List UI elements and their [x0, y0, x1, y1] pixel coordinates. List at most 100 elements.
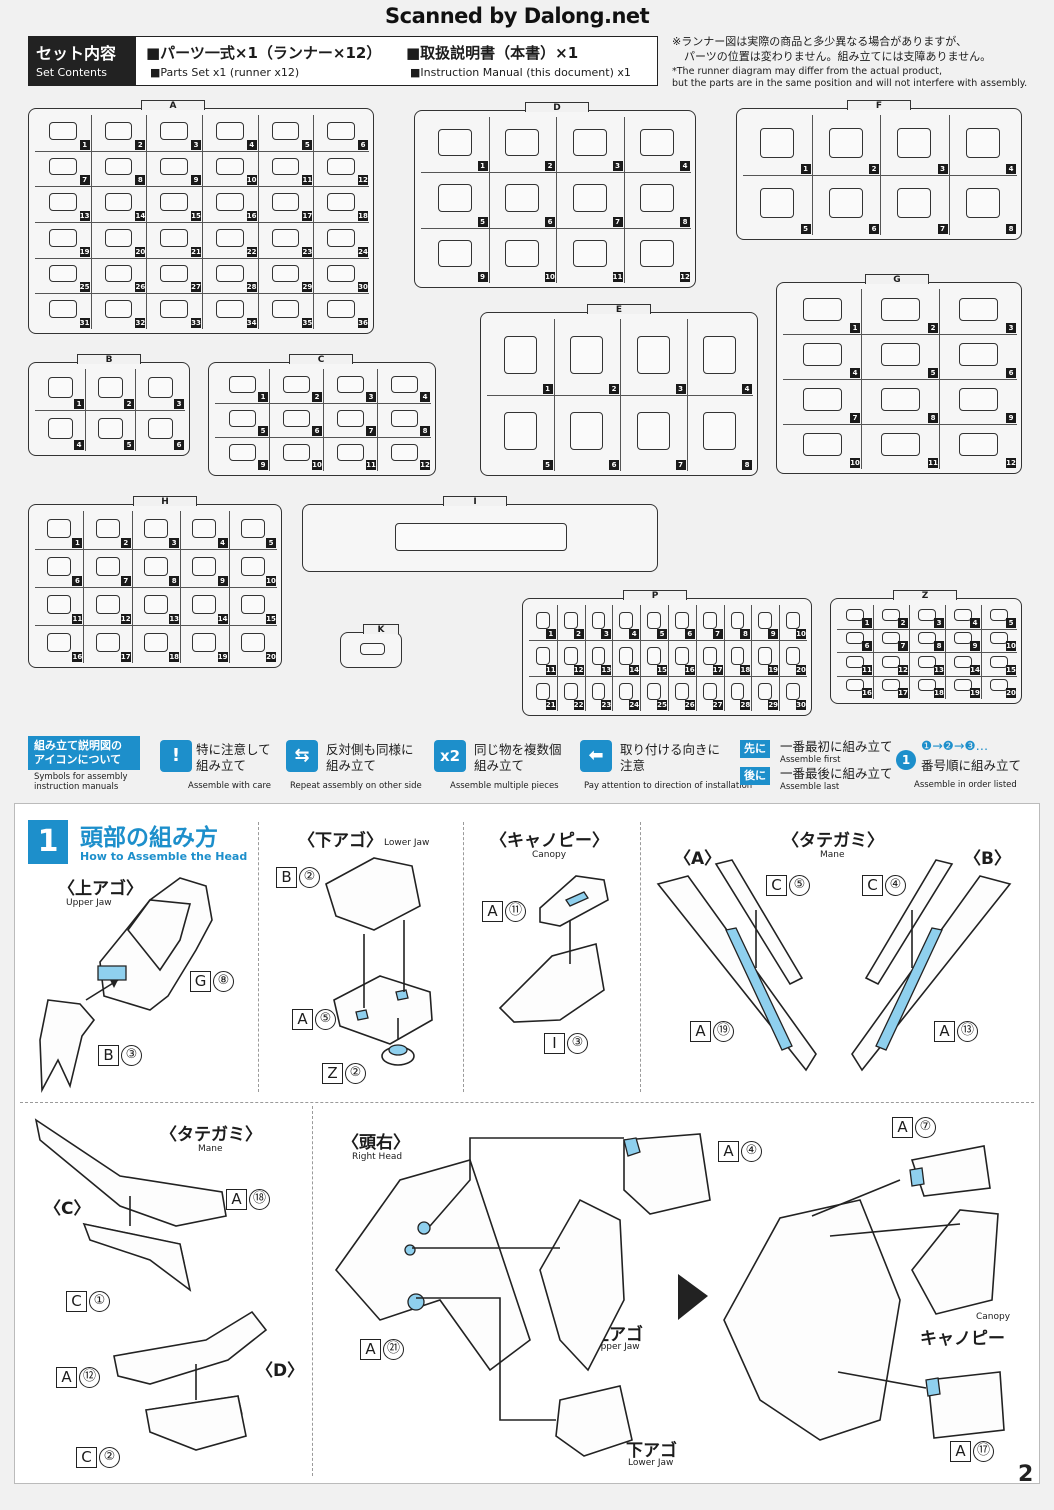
runner-part — [327, 300, 356, 319]
part-number: 7 — [937, 224, 948, 234]
runner-part — [437, 184, 472, 212]
runner-part — [104, 300, 133, 319]
runner-part — [359, 643, 385, 655]
runner-part — [846, 632, 864, 645]
order-sequence: ❶→❷→❸… — [921, 738, 989, 753]
runner-part — [880, 388, 920, 411]
runner-part — [535, 682, 550, 701]
runner-part — [828, 128, 863, 158]
part-number: 27 — [191, 282, 201, 293]
part-number: 15 — [191, 211, 201, 221]
part-number: 10 — [545, 272, 555, 282]
runner-part — [918, 632, 936, 645]
part-number: 11 — [366, 460, 376, 470]
runner-part — [882, 679, 900, 692]
runner-part — [215, 193, 244, 212]
runner-label: P — [623, 590, 687, 601]
runner-part — [147, 418, 173, 439]
part-number: 17 — [712, 664, 723, 675]
part-number: 20 — [796, 664, 806, 675]
runner-part — [965, 128, 1000, 158]
part-number: 26 — [684, 700, 695, 710]
part-number: 35 — [302, 318, 313, 328]
part-number: 36 — [358, 318, 368, 328]
runner-part — [271, 228, 300, 247]
step-number: 1 — [28, 820, 68, 864]
runner-part — [786, 611, 801, 630]
part-number: 16 — [72, 652, 83, 662]
runner-part — [271, 264, 300, 283]
multiple-label-en: Assemble multiple pieces — [450, 781, 559, 791]
runner-part — [240, 556, 265, 576]
part-number: 5 — [928, 368, 938, 378]
step-title: 頭部の組み方 — [80, 825, 218, 851]
canopy-title: 〈キャノピー〉 — [490, 831, 609, 851]
part-number: 14 — [135, 211, 146, 221]
part-number: 4 — [1006, 164, 1016, 174]
runner-part — [143, 594, 169, 614]
part-number: 5 — [266, 538, 276, 548]
mane-ab-drawing — [656, 859, 1012, 1072]
runner-part — [240, 594, 265, 614]
part-number: 3 — [601, 629, 612, 640]
part-number: 23 — [601, 700, 612, 710]
runner-part — [336, 443, 364, 461]
repeat-label-en: Repeat assembly on other side — [290, 781, 422, 791]
part-number: 7 — [366, 426, 376, 436]
runner-part — [48, 157, 77, 176]
part-number: 1 — [862, 617, 872, 628]
part-number: 18 — [169, 652, 180, 662]
lower-jaw-title: 〈下アゴ〉 — [298, 831, 383, 851]
part-number: 4 — [74, 440, 84, 450]
runner-part — [95, 556, 120, 576]
upper-jaw-title-en: Upper Jaw — [66, 898, 112, 908]
runner-k: K — [340, 624, 402, 668]
runner-part — [192, 556, 217, 576]
multiple-icon: x2 — [434, 740, 466, 772]
part-number: 4 — [420, 392, 430, 402]
part-number: 20 — [1006, 688, 1016, 698]
runner-label: K — [363, 624, 399, 635]
part-number: 15 — [1006, 664, 1016, 675]
part-number: 10 — [246, 175, 257, 186]
mane-a-label: 〈A〉 — [674, 849, 722, 869]
part-number: 12 — [898, 664, 908, 675]
runner-part — [535, 611, 550, 630]
part-number: 5 — [258, 426, 268, 436]
runner-part — [160, 264, 189, 283]
part-number: 25 — [79, 282, 90, 293]
runner-part — [572, 128, 607, 157]
runner-part — [990, 632, 1008, 645]
part-number: 6 — [869, 224, 879, 234]
final-upper-jaw-label-en: Upper Jaw — [594, 1342, 640, 1352]
runner-part — [954, 655, 972, 668]
part-number: 12 — [358, 175, 368, 186]
runner-part — [47, 518, 72, 538]
part-number: 32 — [135, 318, 146, 328]
runner-part — [104, 121, 133, 140]
part-number: 28 — [740, 700, 751, 710]
runner-note-jp: ※ランナー図は実際の商品と多少異なる場合がありますが、 パーツの位置は変わりませ… — [672, 35, 992, 63]
part-number: 1 — [542, 384, 553, 394]
part-number: 4 — [850, 368, 860, 378]
mane-title-en: Mane — [820, 850, 845, 860]
runner-part — [958, 433, 998, 456]
runner-part — [572, 184, 607, 212]
part-number: 5 — [477, 216, 488, 227]
runner-part — [802, 433, 842, 456]
part-number: 1 — [74, 399, 84, 409]
part-number: 20 — [135, 246, 146, 257]
runner-part — [160, 157, 189, 176]
order-icon: 1 — [896, 750, 916, 770]
runner-part — [282, 443, 310, 461]
first-tag: 先に — [740, 740, 770, 758]
first-label: 一番最初に組み立て — [780, 739, 893, 754]
